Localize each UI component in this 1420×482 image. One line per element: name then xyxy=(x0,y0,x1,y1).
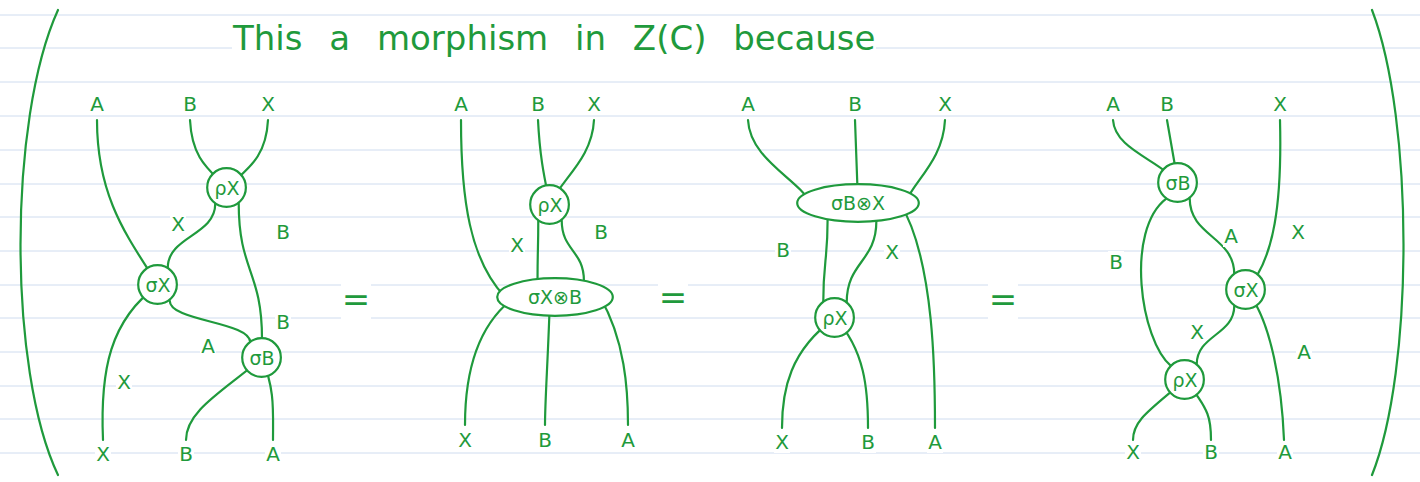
morphism-label: σX xyxy=(1233,280,1258,301)
wire-label: B xyxy=(593,221,609,243)
wire-label: A xyxy=(1277,441,1293,463)
wire-label: A xyxy=(89,93,105,115)
equals-sign: = xyxy=(341,281,372,318)
wire-label: A xyxy=(1223,225,1239,247)
wire-label: X xyxy=(1290,221,1306,243)
wire-label: A xyxy=(200,335,216,357)
morphism-label: ρX xyxy=(822,308,847,329)
wire-label: A xyxy=(740,93,756,115)
wire-label: X xyxy=(1125,441,1141,463)
wire-label: B xyxy=(1203,441,1219,463)
wire-label: B xyxy=(178,443,194,465)
wire-label: B xyxy=(275,311,291,333)
wire-label: X xyxy=(260,93,276,115)
wire-label: X xyxy=(457,429,473,451)
string-wire xyxy=(168,204,216,268)
wire-label: B xyxy=(182,93,198,115)
morphism-node: σX⊗B xyxy=(496,277,614,317)
morphism-node: σX xyxy=(137,264,178,305)
wire-label: A xyxy=(1296,341,1312,363)
string-wire xyxy=(562,221,584,281)
wire-label: X xyxy=(1189,321,1205,343)
morphism-label: ρX xyxy=(214,178,239,199)
morphism-node: σX xyxy=(1225,269,1266,310)
morphism-node: σB xyxy=(241,337,282,378)
wire-label: A xyxy=(927,431,943,453)
morphism-node: ρX xyxy=(1164,359,1205,400)
wire-label: B xyxy=(1108,251,1124,273)
wire-label: A xyxy=(1105,93,1121,115)
string-wire xyxy=(239,204,262,339)
wire-label: B xyxy=(275,221,291,243)
wire-label: B xyxy=(530,93,546,115)
wire-label: A xyxy=(620,429,636,451)
wire-label: X xyxy=(116,371,132,393)
wire-label: X xyxy=(774,431,790,453)
string-wire xyxy=(823,219,827,302)
wire-label: X xyxy=(884,241,900,263)
wire-label: X xyxy=(586,93,602,115)
wire-label: B xyxy=(775,239,791,261)
morphism-node: ρX xyxy=(814,297,855,338)
equals-sign: = xyxy=(988,281,1019,318)
title-note: This a morphism in Z(C) because xyxy=(232,20,876,57)
morphism-label: σX⊗B xyxy=(528,287,582,308)
morphism-label: σB⊗X xyxy=(831,193,885,214)
wire-label: X xyxy=(95,443,111,465)
string-wire xyxy=(1141,199,1171,367)
wire-label: X xyxy=(1272,93,1288,115)
morphism-node: σB xyxy=(1157,162,1198,203)
wire-label: X xyxy=(509,234,525,256)
wire-label: B xyxy=(537,429,553,451)
wire-label: B xyxy=(860,431,876,453)
string-wire xyxy=(536,221,539,279)
morphism-label: ρX xyxy=(537,195,562,216)
wire-label: B xyxy=(1159,93,1175,115)
wire-label: X xyxy=(937,93,953,115)
wire-label: A xyxy=(265,443,281,465)
wire-label: A xyxy=(453,93,469,115)
morphism-node: σB⊗X xyxy=(796,183,920,223)
morphism-label: σB xyxy=(1165,173,1190,194)
equals-sign: = xyxy=(658,279,689,316)
morphism-label: σX xyxy=(145,275,170,296)
morphism-label: ρX xyxy=(1172,370,1197,391)
morphism-node: ρX xyxy=(206,167,247,208)
morphism-node: ρX xyxy=(529,184,570,225)
wire-label: X xyxy=(170,213,186,235)
string-wire xyxy=(847,221,877,302)
morphism-label: σB xyxy=(249,348,274,369)
wire-label: B xyxy=(847,93,863,115)
